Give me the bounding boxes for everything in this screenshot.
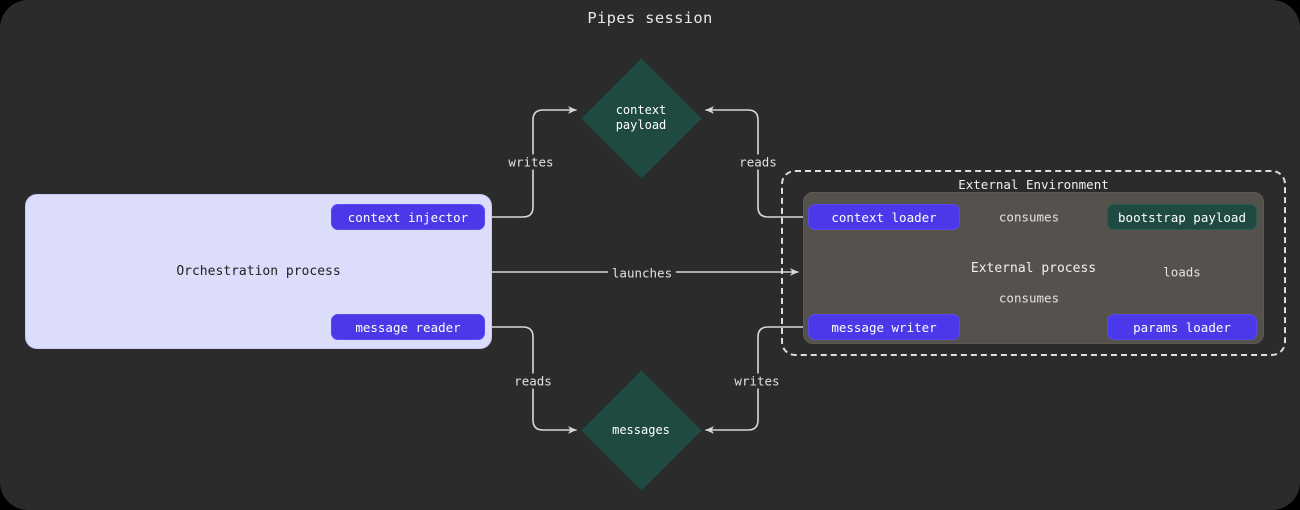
cluster-external-environment-label: External Environment <box>958 177 1109 192</box>
node-context-loader[interactable]: context loader <box>808 204 960 230</box>
edge-label-consumes-context: consumes <box>994 209 1064 225</box>
edge-label-writes-messages: writes <box>730 373 784 389</box>
node-context-payload-label: context payload <box>615 103 667 132</box>
edge-label-launches: launches <box>607 265 677 281</box>
node-messages[interactable]: messages <box>580 369 702 491</box>
node-messages-label: messages <box>612 422 670 437</box>
node-params-loader[interactable]: params loader <box>1107 314 1257 340</box>
edge-label-reads-messages: reads <box>510 373 556 389</box>
node-message-reader[interactable]: message reader <box>331 314 485 340</box>
diagram-title: Pipes session <box>587 9 713 27</box>
node-context-payload[interactable]: context payload <box>580 57 702 179</box>
cluster-orchestration-process-label: Orchestration process <box>176 264 341 279</box>
edge-label-consumes-messages: consumes <box>994 290 1064 306</box>
node-message-writer[interactable]: message writer <box>808 314 960 340</box>
edge-label-loads-params: loads <box>1159 264 1205 280</box>
node-context-injector[interactable]: context injector <box>331 204 485 230</box>
cluster-external-environment: External Environment <box>781 170 1286 356</box>
edge-label-reads-context: reads <box>735 154 781 170</box>
cluster-external-process-label: External process <box>970 260 1097 276</box>
edge-label-writes-context: writes <box>504 154 558 170</box>
node-bootstrap-payload[interactable]: bootstrap payload <box>1107 204 1257 230</box>
